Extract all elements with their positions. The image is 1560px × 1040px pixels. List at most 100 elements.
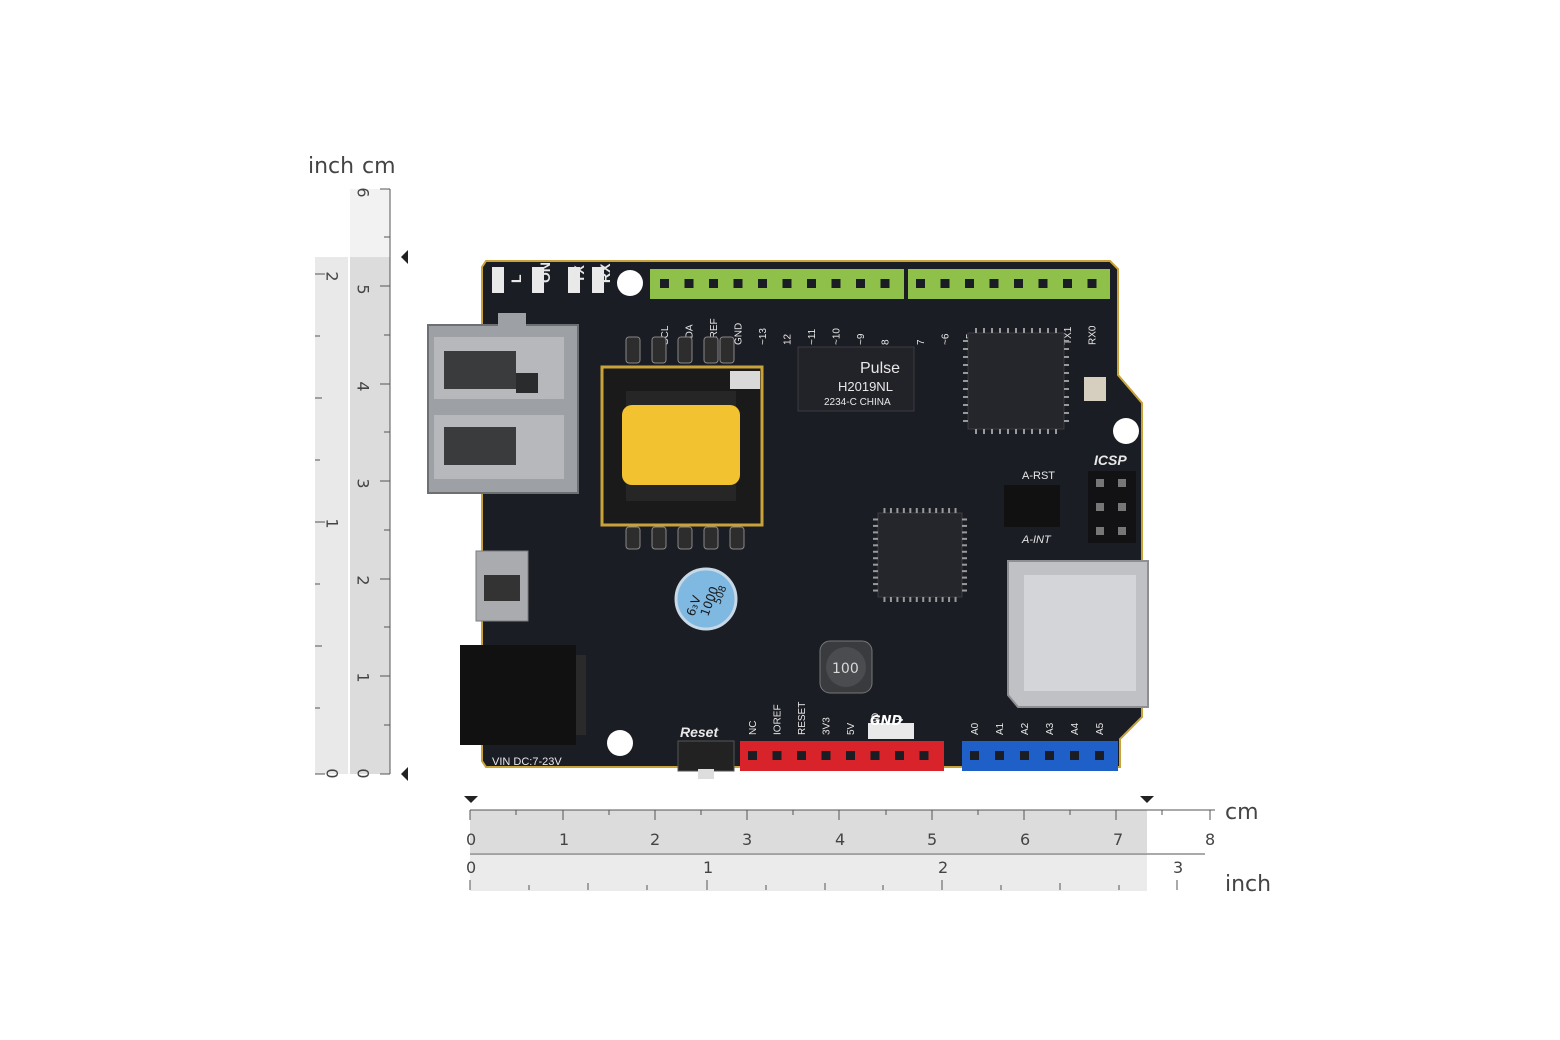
vertical-ruler-cm-tick: 4 [353,381,373,392]
header-pin [995,751,1004,760]
power-header-label: 5V [846,722,857,735]
top-header-label: 12 [783,333,794,345]
led-label-l: L [508,274,524,283]
horizontal-ruler-cm-tick: 1 [559,830,570,849]
header-pin [916,279,925,288]
horizontal-ruler-cm-label: cm [1225,800,1259,825]
icsp-label: ICSP [1094,452,1127,468]
pulse-chip-origin: 2234-C CHINA [824,397,891,408]
header-pin [831,279,841,288]
header-pin [989,279,999,288]
header-pin [684,279,694,288]
top-header-label: GND [734,323,745,345]
horizontal-ruler-cm-tick: 6 [1020,830,1031,849]
crystal [1084,377,1106,401]
horizontal-ruler-cm-tick: 5 [927,830,938,849]
top-header-label: TX1 [1063,326,1074,345]
vertical-ruler-cm-band-light [350,189,390,257]
horizontal-ruler-inch-tick: 3 [1173,858,1184,877]
vertical-ruler-cm-tick: 1 [353,672,373,683]
vertical-ruler: inch cm 6 5 4 3 2 1 0 2 1 0 [300,150,410,790]
power-gnd-label: GND [870,714,903,729]
led-label-rx: RX [597,263,613,283]
analog-header-label: A1 [995,722,1006,735]
horizontal-ruler-inch-tick: 0 [466,858,477,877]
vertical-ruler-ticks [315,188,408,781]
horizontal-ruler-inch-tick: 1 [703,858,714,877]
header-pin [856,279,865,288]
header-pin [821,751,831,760]
vertical-ruler-inch-tick: 1 [322,518,342,529]
header-pin [758,279,767,288]
top-header-label: SDA [685,324,696,345]
top-header-label: RX0 [1088,325,1099,345]
led-label-on: ON [537,262,553,283]
icsp-header [1088,471,1136,543]
header-pin [772,751,782,760]
top-header-label: ~13 [758,328,769,345]
header-pin [748,751,757,760]
vertical-ruler-cm-tick: 2 [353,575,373,586]
inductor-label: 100 [832,661,859,677]
mounting-hole [607,730,633,756]
horizontal-ruler-cm-tick: 4 [835,830,846,849]
vertical-ruler-cm-label: cm [362,154,396,179]
header-pin [1020,751,1029,760]
header-pin [797,751,806,760]
top-header-label: ~10 [832,328,843,345]
horizontal-ruler-inch-label: inch [1225,872,1272,897]
vertical-ruler-inch-label: inch [308,154,355,179]
pulse-chip-brand: Pulse [860,360,900,377]
horizontal-ruler-ticks [464,796,1215,890]
horizontal-ruler-inch-tick: 2 [938,858,949,877]
dc-power-jack [460,645,576,745]
header-pin [940,279,950,288]
header-pin [1095,751,1104,760]
header-pin [733,279,743,288]
pulse-chip-model: H2019NL [838,379,893,394]
analog-header-label: A0 [970,722,981,735]
top-header-label: AREF [709,318,720,345]
header-pin [895,751,904,760]
header-pin [965,279,974,288]
header-pin [709,279,718,288]
header-pin [1038,279,1048,288]
header-pin [660,279,669,288]
led-label-tx: TX [571,264,587,283]
capacitor-label-bot: 6₃V [684,593,704,618]
transformer-pins [625,336,745,550]
vertical-ruler-cm-tick: 5 [353,284,373,295]
analog-header-label: A4 [1070,722,1081,735]
header-pin [1045,751,1054,760]
horizontal-ruler-cm-tick: 2 [650,830,661,849]
header-pin [1063,279,1072,288]
power-header-label: IOREF [773,704,784,735]
analog-header-label: A3 [1045,722,1056,735]
top-header-label: 7 [916,339,927,345]
pulse-magnetics-chip [797,346,915,412]
green-header-right [908,269,1110,299]
blue-analog-header [962,741,1118,771]
power-header-label: NC [748,721,759,735]
jumper-block [1004,485,1060,527]
horizontal-ruler-cm-tick: 7 [1113,830,1124,849]
vertical-ruler-cm-tick: 3 [353,478,373,489]
header-pin [807,279,816,288]
jumper-label-top: A-RST [1022,470,1055,482]
header-pin [1014,279,1023,288]
vertical-ruler-inch-tick: 2 [322,271,342,282]
horizontal-ruler-cm-tick: 8 [1205,830,1216,849]
top-header-label: ~11 [807,328,818,345]
header-pin [1070,751,1079,760]
transformer [600,365,764,527]
header-pin [870,751,880,760]
top-header-label: 8 [881,339,892,345]
rj45-jack [427,313,579,494]
horizontal-ruler-cm-tick: 3 [742,830,753,849]
vertical-ruler-inch-tick: 0 [322,768,342,779]
vin-label: VIN DC:7-23V [492,756,562,768]
header-pin [1087,279,1097,288]
horizontal-ruler-cm-tick: 0 [466,830,477,849]
microcontroller-chip [967,332,1065,430]
